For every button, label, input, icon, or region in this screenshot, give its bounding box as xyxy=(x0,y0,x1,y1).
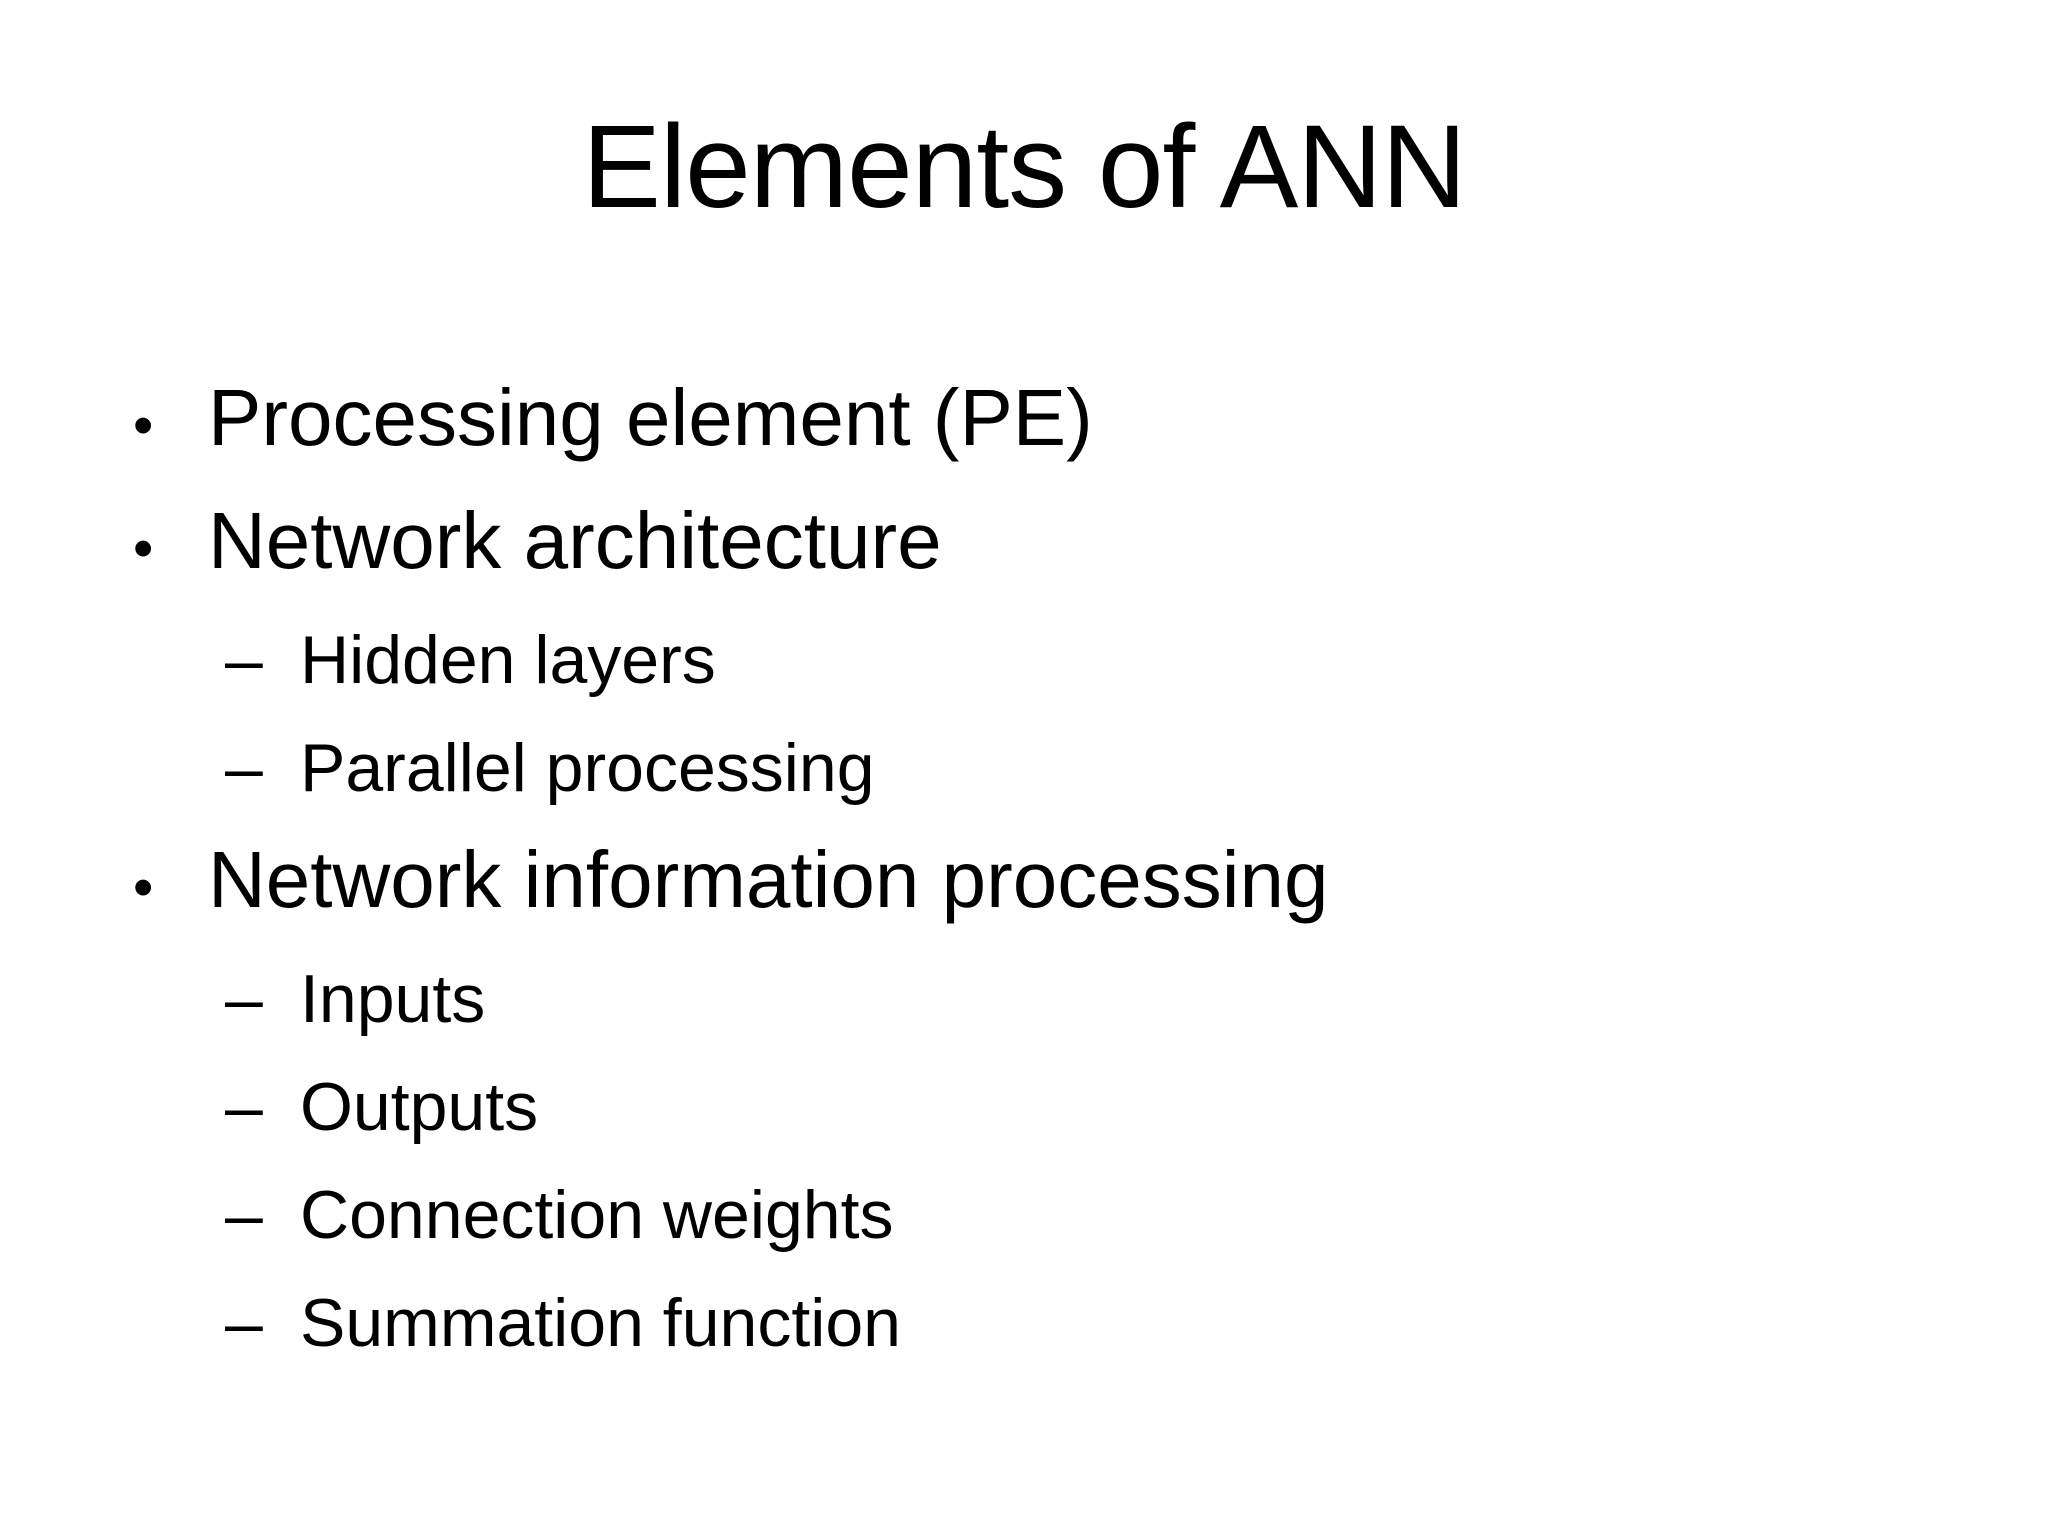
bullet-item: • Processing element (PE) xyxy=(0,360,2048,483)
sub-bullet-item-label: Parallel processing xyxy=(300,730,875,806)
dash-icon: – xyxy=(225,730,263,806)
slide-title: Elements of ANN xyxy=(582,101,1466,233)
bullet-item: • Network architecture xyxy=(0,483,2048,606)
bullet-item-label: Network architecture xyxy=(208,496,942,585)
bullet-list: • Processing element (PE) • Network archit… xyxy=(0,360,2048,1377)
bullet-icon: • xyxy=(133,855,154,920)
sub-bullet-item-label: Outputs xyxy=(300,1069,539,1145)
bullet-item-label: Network information processing xyxy=(208,835,1329,924)
sub-bullet-item-label: Connection weights xyxy=(300,1177,894,1253)
bullet-icon: • xyxy=(133,516,154,581)
sub-bullet-item: –Connection weights xyxy=(0,1161,2048,1269)
sub-bullet-item: –Hidden layers xyxy=(0,606,2048,714)
sub-bullet-item: –Parallel processing xyxy=(0,714,2048,822)
sub-bullet-item: –Summation function xyxy=(0,1269,2048,1377)
bullet-icon: • xyxy=(133,393,154,458)
dash-icon: – xyxy=(225,622,263,698)
sub-bullet-item-label: Summation function xyxy=(300,1285,901,1361)
dash-icon: – xyxy=(225,1069,263,1145)
sub-bullet-item-label: Hidden layers xyxy=(300,622,716,698)
sub-bullet-item: –Inputs xyxy=(0,945,2048,1053)
sub-bullet-item-label: Inputs xyxy=(300,961,486,1037)
bullet-item: • Network information processing xyxy=(0,822,2048,945)
sub-bullet-item: –Outputs xyxy=(0,1053,2048,1161)
dash-icon: – xyxy=(225,1285,263,1361)
bullet-item-label: Processing element (PE) xyxy=(208,373,1093,462)
dash-icon: – xyxy=(225,961,263,1037)
dash-icon: – xyxy=(225,1177,263,1253)
